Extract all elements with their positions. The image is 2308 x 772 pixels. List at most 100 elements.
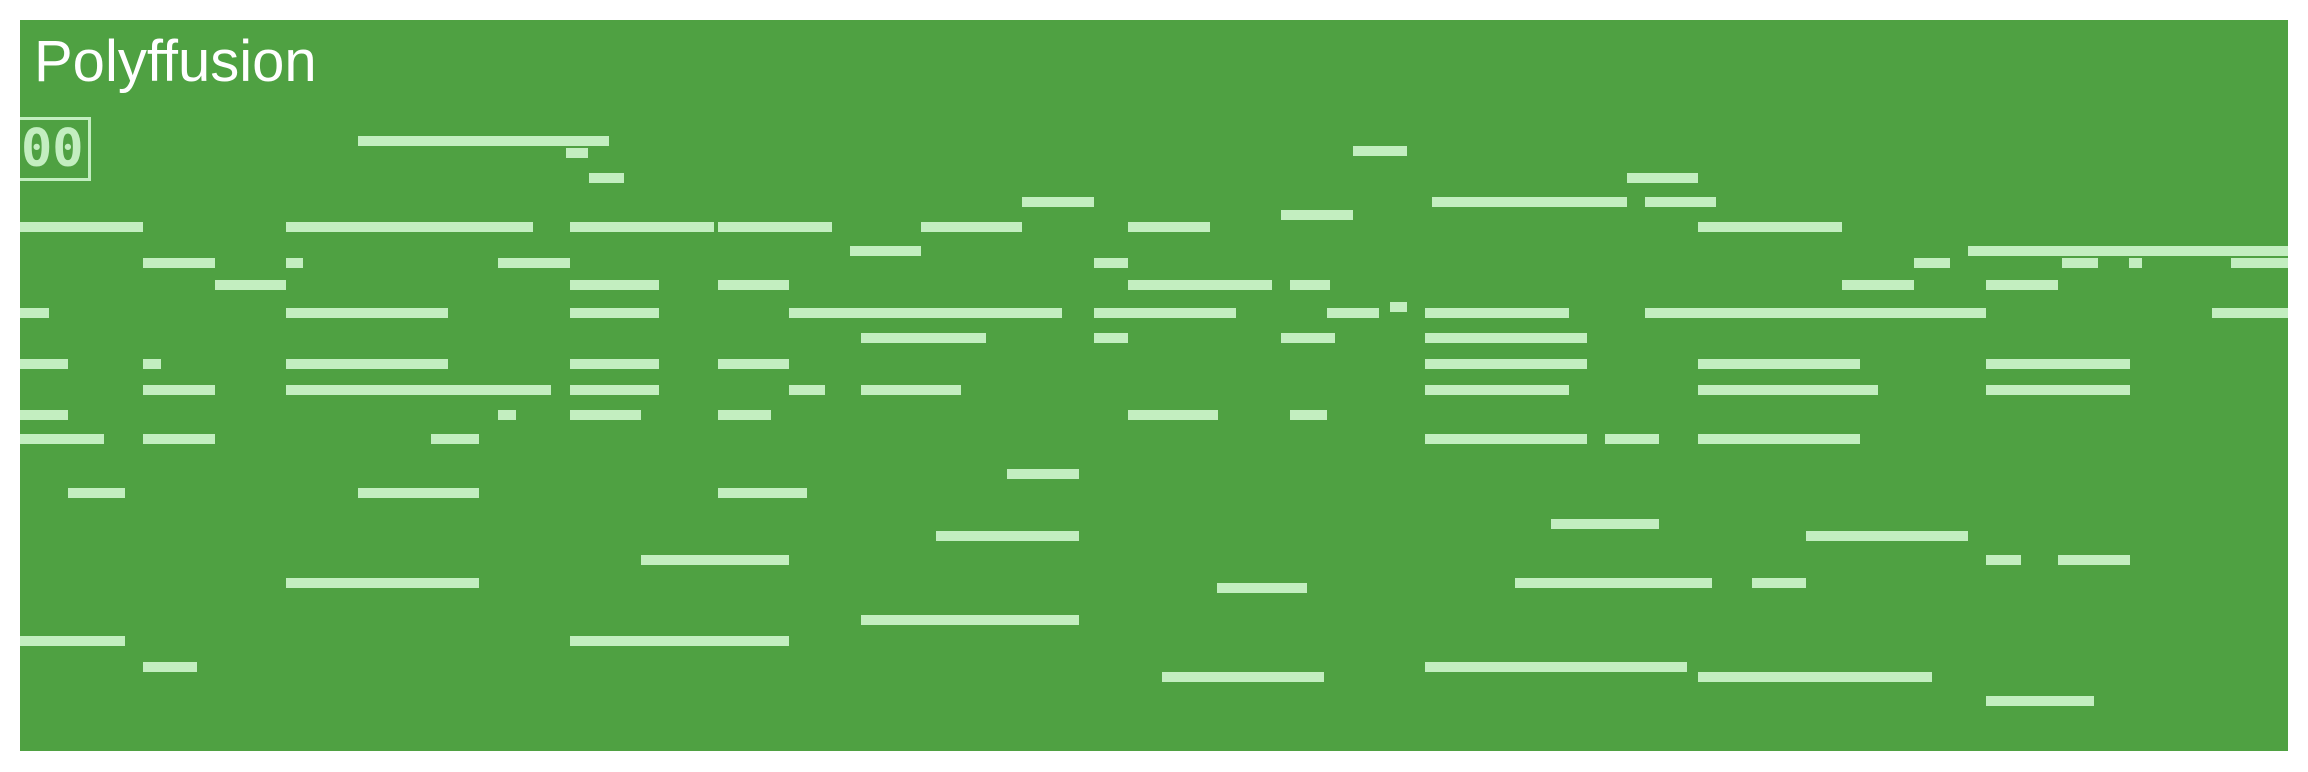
piano-roll-note [2212, 308, 2288, 319]
piano-roll-note [935, 531, 1080, 542]
piano-roll-note [1968, 245, 2288, 256]
piano-roll-note [1093, 258, 1129, 269]
piano-roll-note [860, 384, 961, 395]
piano-roll-note [1128, 280, 1273, 291]
piano-roll-note [860, 614, 1080, 625]
piano-roll-note [1698, 222, 1842, 233]
piano-roll-note [641, 554, 790, 565]
piano-roll-note [2230, 258, 2288, 269]
piano-roll-note [2128, 258, 2143, 269]
piano-roll-note [1698, 384, 1878, 395]
piano-roll-note [142, 384, 215, 395]
piano-roll-note [142, 433, 215, 444]
piano-roll-note [718, 359, 790, 370]
piano-roll-note [1698, 308, 1986, 319]
piano-roll-note [1985, 280, 2058, 291]
piano-roll-note [1093, 308, 1129, 319]
piano-roll-note [286, 308, 449, 319]
piano-roll-note [569, 308, 660, 319]
piano-roll-note [2061, 258, 2099, 269]
piano-roll-note [1326, 308, 1379, 319]
piano-roll-note [358, 488, 480, 499]
piano-roll-note [718, 410, 772, 421]
piano-roll-note [1425, 308, 1570, 319]
piano-roll-note [2057, 554, 2130, 565]
piano-roll-note [1022, 196, 1094, 207]
piano-roll-note [142, 661, 197, 672]
piano-roll-note [1698, 671, 1933, 682]
piano-roll-note [20, 222, 143, 233]
piano-roll-note [1290, 280, 1330, 291]
panel-title: Polyffusion [34, 29, 317, 94]
piano-roll-note [1425, 433, 1587, 444]
piano-roll-note [1290, 410, 1327, 421]
piano-roll-note [286, 258, 304, 269]
sample-id-badge: 00 [20, 117, 91, 181]
piano-roll-note [860, 308, 1063, 319]
piano-roll-note [1128, 308, 1236, 319]
piano-roll-note [497, 410, 516, 421]
piano-roll [20, 20, 2288, 751]
piano-roll-note [588, 173, 624, 184]
piano-roll-note [20, 359, 68, 370]
piano-roll-note [1514, 578, 1713, 589]
piano-roll-note [1162, 671, 1325, 682]
piano-roll-note [850, 245, 922, 256]
piano-roll-note [1007, 469, 1080, 480]
piano-roll-note [286, 384, 551, 395]
piano-roll-note [1216, 582, 1307, 593]
piano-roll-note [921, 222, 1023, 233]
piano-roll-note [1698, 359, 1860, 370]
piano-roll-note [1550, 519, 1659, 530]
piano-roll-note [1604, 433, 1659, 444]
piano-roll-note [569, 280, 660, 291]
piano-roll-note [789, 384, 825, 395]
piano-roll-note [1985, 359, 2130, 370]
piano-roll-note [1751, 578, 1806, 589]
piano-roll-note [1281, 332, 1336, 343]
piano-roll-note [1985, 554, 2022, 565]
piano-roll-note [718, 488, 807, 499]
piano-roll-note [286, 359, 449, 370]
piano-roll-note [1389, 301, 1408, 312]
piano-roll-note [1985, 384, 2130, 395]
piano-roll-note [142, 359, 161, 370]
piano-roll-note [286, 222, 534, 233]
piano-roll-note [569, 384, 660, 395]
piano-roll-note [1914, 258, 1950, 269]
piano-roll-note [1093, 332, 1129, 343]
piano-roll-note [1644, 308, 1717, 319]
piano-roll-note [1985, 695, 2094, 706]
piano-roll-note [569, 410, 642, 421]
piano-roll-note [569, 222, 715, 233]
piano-roll-note [718, 222, 832, 233]
piano-roll-note [20, 433, 104, 444]
piano-roll-note [1805, 531, 1969, 542]
piano-roll-note [286, 578, 480, 589]
piano-roll-note [569, 635, 790, 646]
piano-roll-note [1128, 410, 1219, 421]
piano-roll-note [67, 488, 126, 499]
piano-roll-note [358, 135, 609, 146]
piano-roll-note [1698, 433, 1860, 444]
sample-panel: Polyffusion 00 [20, 20, 2288, 751]
piano-roll-note [789, 308, 861, 319]
piano-roll-note [1352, 145, 1408, 156]
piano-roll-note [20, 410, 68, 421]
piano-roll-note [497, 258, 570, 269]
piano-roll-note [569, 359, 660, 370]
piano-roll-note [142, 258, 215, 269]
piano-roll-note [1425, 332, 1587, 343]
piano-roll-note [430, 433, 480, 444]
piano-roll-note [860, 332, 987, 343]
piano-roll-note [20, 308, 50, 319]
piano-roll-note [1626, 173, 1699, 184]
piano-roll-note [1644, 196, 1717, 207]
piano-roll-note [1841, 280, 1915, 291]
piano-roll-note [1281, 210, 1353, 221]
piano-roll-note [1425, 384, 1570, 395]
piano-roll-note [214, 280, 287, 291]
piano-roll-note [1425, 661, 1687, 672]
piano-roll-note [20, 635, 126, 646]
piano-roll-note [1425, 359, 1587, 370]
